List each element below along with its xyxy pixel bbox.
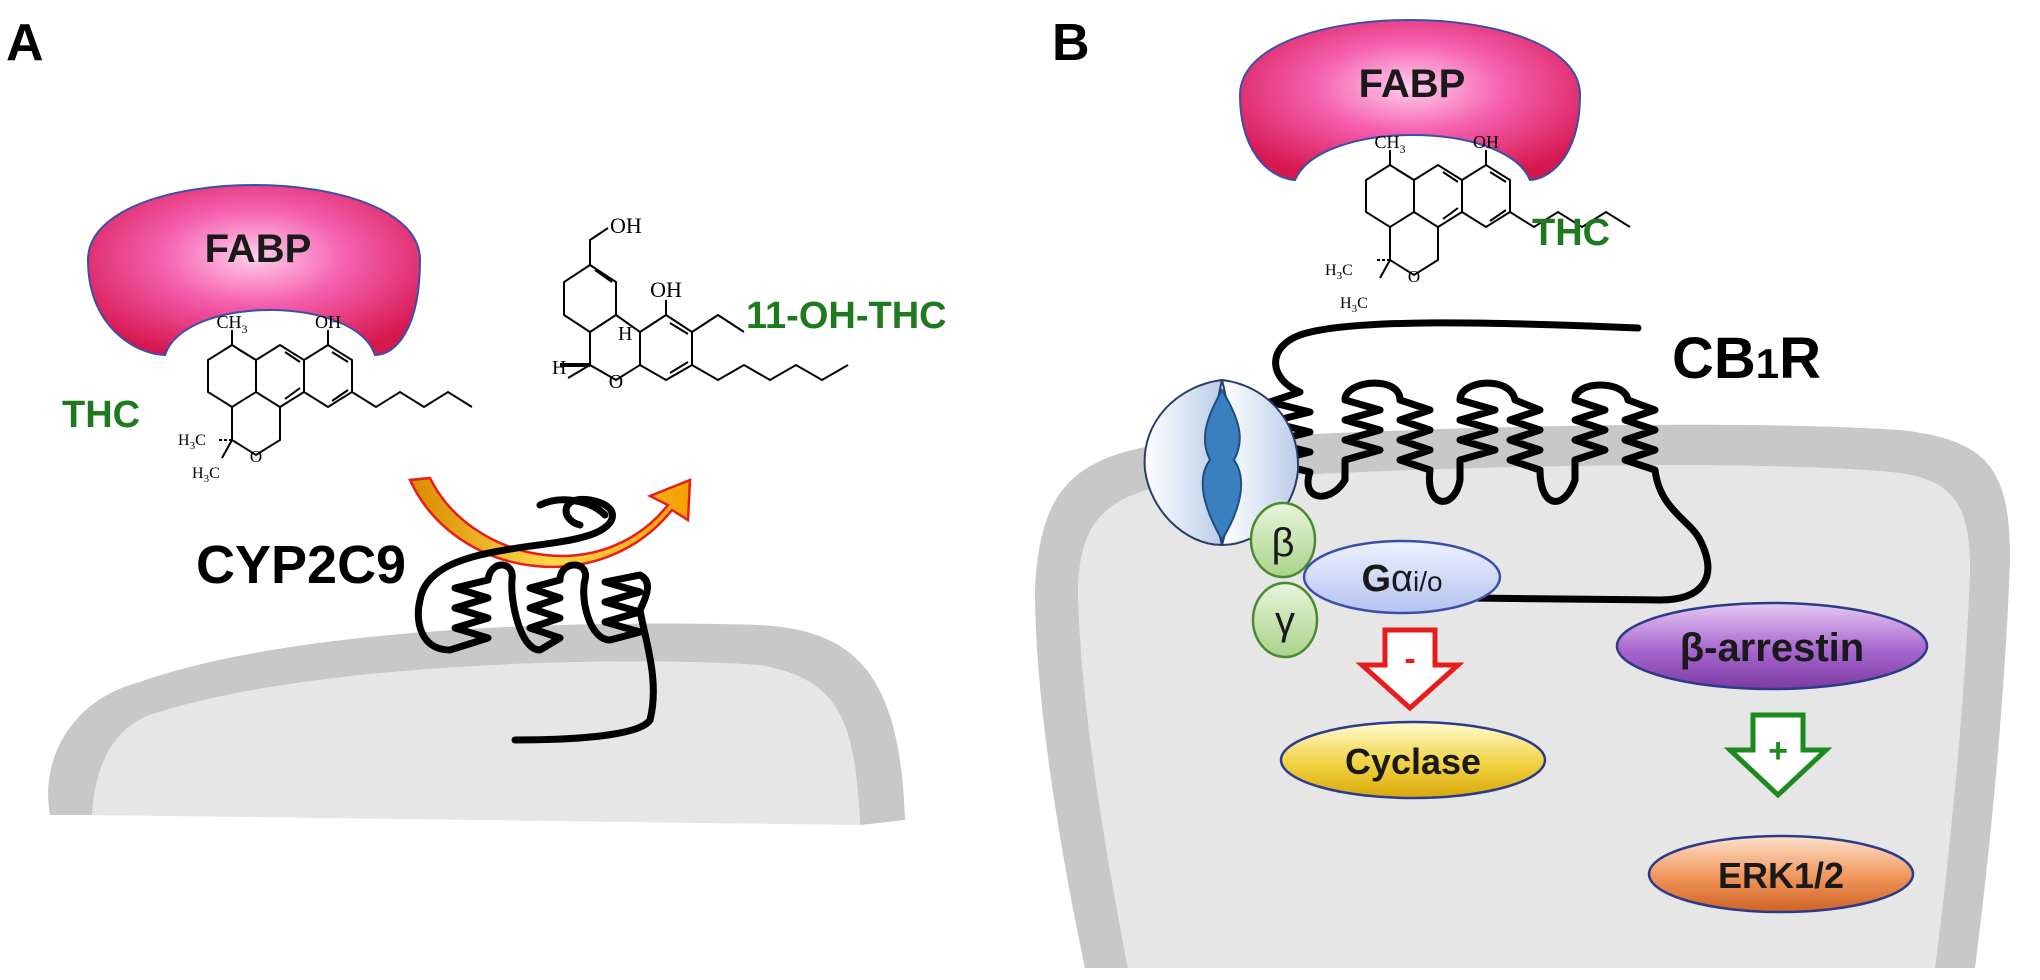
panel-b-thc-o: O	[1408, 267, 1420, 286]
panel-b-thc-structure	[1365, 150, 1631, 279]
panel-a-thc-oh: OH	[315, 312, 341, 332]
panel-b-receptor-label: CB1R	[1672, 326, 1821, 391]
panel-a-11-oh-thc-label: 11-OH-THC	[746, 295, 947, 337]
panel-b-galpha-label: Gαi/o	[1361, 558, 1442, 600]
panel-b-cb1r-receptor	[1266, 319, 1712, 604]
panel-a-fabp-label: FABP	[205, 227, 312, 271]
panel-b-label: B	[1052, 14, 1090, 72]
panel-a-conversion-arrow	[408, 476, 692, 568]
panel-a-enzyme-label: CYP2C9	[196, 535, 406, 595]
panel-b-cyclase-label: Cyclase	[1345, 741, 1481, 782]
panel-b-thc-oh: OH	[1473, 132, 1499, 152]
panel-b-gamma-label: γ	[1275, 599, 1295, 643]
panel-b-cell-membrane	[1035, 424, 2010, 969]
panel-b-erk	[1647, 834, 1915, 914]
panel-b-erk-label: ERK1/2	[1718, 855, 1844, 896]
panel-a-met-o: O	[609, 371, 623, 393]
panel-a-fabp	[86, 184, 422, 357]
panel-b-thc-ch3: CH3	[1374, 132, 1405, 156]
panel-b-galpha-subunit	[1302, 539, 1502, 615]
panel-a-thc-ch3: CH3	[216, 312, 247, 336]
panel-a-thc-structure	[207, 330, 473, 459]
panel-a-11-oh-thc-structure	[560, 227, 849, 382]
panel-b-fabp	[1238, 19, 1582, 182]
panel-a-met-oh-ring: OH	[650, 277, 682, 302]
panel-a-label: A	[6, 14, 44, 72]
panel-a-thc-label: THC	[62, 394, 140, 436]
panel-b-cyclase	[1279, 720, 1547, 800]
panel-a-cell-membrane	[48, 623, 905, 825]
panel-a-thc-o: O	[250, 447, 262, 466]
panel-b-g-beta-subunit	[1249, 501, 1317, 579]
panel-b-beta-arrestin-label: β-arrestin	[1680, 626, 1864, 670]
panel-a-met-oh-top: OH	[610, 213, 642, 238]
panel-b-thc-label: THC	[1532, 212, 1610, 254]
panel-a-thc-h3c-top: H3C	[178, 432, 206, 452]
panel-a-cell-interior	[92, 661, 860, 825]
panel-b-beta-label: β	[1271, 521, 1294, 565]
panel-b-fabp-label: FABP	[1359, 62, 1466, 106]
panel-b-thc-h3c-top: H3C	[1325, 262, 1353, 282]
panel-a-met-h1: H	[618, 323, 632, 345]
panel-b-minus-sign: -	[1404, 640, 1415, 678]
panel-b-inhibit-arrow	[1355, 627, 1465, 712]
panel-b-thc-h3c-bot: H3C	[1340, 295, 1368, 315]
panel-a-cyp2c9-protein	[414, 495, 657, 744]
panel-b-beta-arrestin	[1615, 601, 1929, 691]
panel-a-thc-h3c-bot: H3C	[192, 465, 220, 485]
panel-b-plus-sign: +	[1768, 732, 1788, 770]
panel-a-met-h2: H	[552, 357, 566, 379]
panel-b-g-gamma-subunit	[1251, 581, 1319, 659]
panel-b-activate-arrow	[1723, 712, 1833, 799]
